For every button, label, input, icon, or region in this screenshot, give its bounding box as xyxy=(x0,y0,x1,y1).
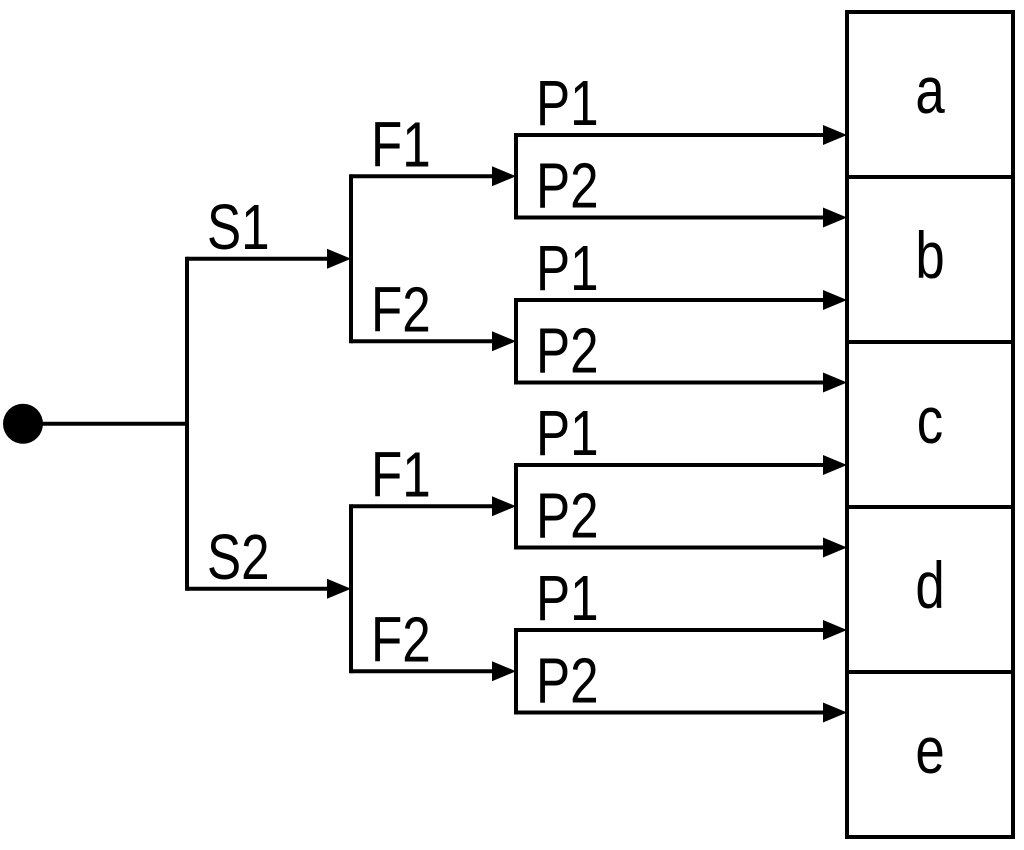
branch-s2-f1-p2-label: P2 xyxy=(536,481,599,552)
branch-s2-f1-p1-label: P1 xyxy=(536,399,599,470)
outcome-box-a-label: a xyxy=(915,53,945,127)
branch-s2-f2-p2-arrowhead xyxy=(823,702,847,723)
branch-s2-f2-arrowhead xyxy=(492,661,516,682)
branch-s1-f2-arrowhead xyxy=(492,331,516,352)
branch-s2-f1-label: F1 xyxy=(371,440,431,511)
branch-s2-f2-p2-label: P2 xyxy=(536,646,599,717)
branch-s2-f2-label: F2 xyxy=(371,605,431,676)
outcome-box-d-label: d xyxy=(915,548,944,622)
branch-s2-arrowhead xyxy=(327,578,351,599)
outcome-box-b-label: b xyxy=(915,218,944,292)
branch-s1-f1-arrowhead xyxy=(492,166,516,187)
branch-s2-f2-p1-label: P1 xyxy=(536,564,599,635)
branch-s1-label: S1 xyxy=(207,192,270,263)
outcome-box-e-label: e xyxy=(915,713,944,787)
branch-s1-f1-p2-label: P2 xyxy=(536,151,599,222)
branch-s1-f2-p1-label: P1 xyxy=(536,234,599,305)
outcome-box-e xyxy=(845,670,1015,839)
branch-s1-f2-p2-label: P2 xyxy=(536,316,599,387)
branch-s1-f2-p1-arrowhead xyxy=(823,290,847,310)
branch-s2-label: S2 xyxy=(207,522,270,593)
branch-s1-f2-p2-arrowhead xyxy=(823,372,847,393)
branch-s2-f2-p1-arrowhead xyxy=(823,620,847,640)
branch-s2-f1-p2-arrowhead xyxy=(823,537,847,558)
branch-s2-f1-p1-arrowhead xyxy=(823,455,847,475)
branch-s1-f2-label: F2 xyxy=(371,275,431,346)
root-node-marker xyxy=(3,403,43,444)
branch-s1-f1-p1-arrowhead xyxy=(823,125,847,145)
branch-s1-arrowhead xyxy=(327,248,351,269)
branch-s1-f1-label: F1 xyxy=(371,110,431,181)
branch-s1-f1-p2-arrowhead xyxy=(823,207,847,228)
branch-s1-f1-p1-label: P1 xyxy=(536,69,599,140)
branch-s2-f1-arrowhead xyxy=(492,496,516,517)
outcome-box-c-label: c xyxy=(917,383,943,457)
